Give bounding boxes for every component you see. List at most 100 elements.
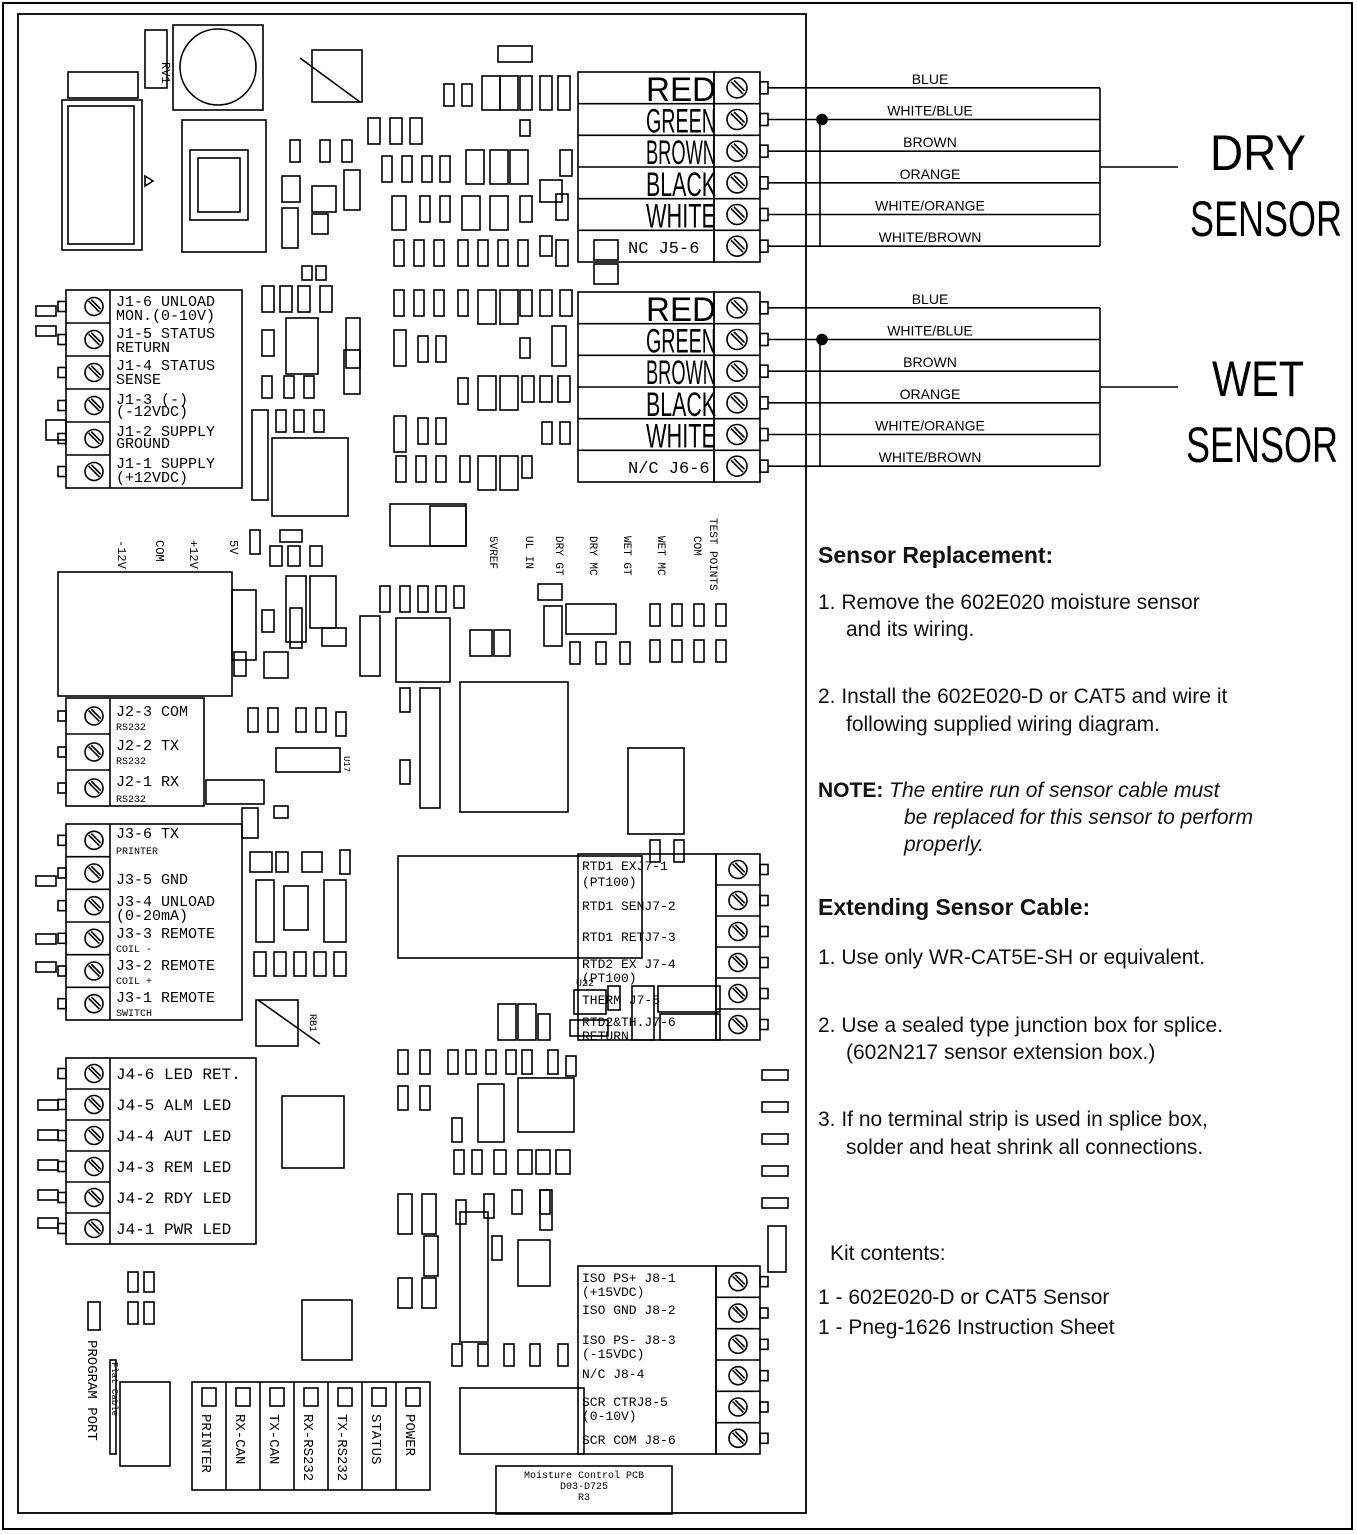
dry-sensor-wires: BLUEWHITE/BLUEBROWNORANGEWHITE/ORANGEWHI…	[768, 71, 1178, 247]
j1-label: (-12VDC)	[116, 404, 188, 421]
screw-slot	[90, 931, 102, 942]
j4-label: J4-1 PWR LED	[116, 1221, 231, 1239]
terminal-pin	[759, 396, 769, 410]
small-component	[557, 375, 571, 403]
component	[389, 503, 467, 547]
test-point-label: 5VREF	[486, 536, 498, 569]
small-component	[539, 179, 563, 203]
component	[67, 71, 139, 99]
screw-slot	[734, 893, 746, 904]
small-component	[429, 505, 467, 547]
small-component	[249, 529, 261, 555]
small-component	[649, 603, 661, 627]
dry-terminal-label: NC J5-6	[628, 240, 699, 259]
small-component	[593, 239, 619, 261]
small-component	[519, 75, 533, 111]
screw-terminal	[726, 172, 748, 194]
small-component	[761, 1101, 789, 1113]
small-component	[693, 639, 705, 663]
small-component	[477, 375, 497, 411]
component	[459, 681, 569, 813]
small-component	[421, 155, 433, 183]
screw-terminal	[726, 423, 748, 446]
small-component	[261, 375, 273, 399]
small-component	[249, 851, 273, 873]
svg-text:D03-D725: D03-D725	[560, 1482, 608, 1493]
screw-slot	[90, 780, 102, 792]
screw-terminal	[726, 203, 748, 226]
dry-terminal-label: RED	[646, 71, 716, 109]
screw-slot	[88, 899, 100, 912]
screw-slot	[90, 1221, 102, 1232]
small-component	[439, 155, 451, 183]
screw-terminal	[726, 297, 748, 319]
terminal-pin	[759, 987, 769, 1000]
small-component	[499, 375, 519, 411]
small-component	[569, 641, 581, 665]
terminal-pin	[759, 144, 769, 158]
component	[311, 49, 363, 103]
small-component	[537, 1013, 551, 1041]
screw-terminal	[84, 863, 104, 883]
component	[459, 1387, 585, 1455]
small-component	[37, 1217, 59, 1229]
power-label: COM	[152, 540, 166, 562]
screw-slot	[88, 465, 100, 478]
small-component	[465, 1049, 477, 1075]
small-component	[539, 1189, 551, 1215]
power-label: 5V	[226, 540, 240, 555]
test-point-label: DRY GT	[552, 536, 564, 576]
sensor-step-2: 2. Install the 602E020-D or CAT5 and wir…	[818, 685, 1228, 708]
small-component	[761, 1197, 789, 1209]
screw-slot	[88, 965, 100, 977]
terminal-pin	[57, 399, 67, 412]
screw-slot	[733, 394, 746, 407]
screw-slot	[732, 1307, 744, 1319]
j7-label: RTD2 EX J7-4	[582, 957, 676, 972]
small-component	[433, 289, 445, 317]
terminal-pin	[759, 894, 769, 907]
small-component	[343, 349, 361, 395]
small-component	[761, 1069, 789, 1081]
screw-slot	[88, 1191, 100, 1204]
small-component	[461, 83, 473, 107]
screw-terminal	[728, 1014, 748, 1035]
small-component	[399, 759, 411, 785]
small-component	[315, 265, 327, 281]
wet-wire-label: WHITE/ORANGE	[875, 418, 985, 434]
power-label: -12V	[114, 540, 128, 570]
screw-slot	[90, 332, 102, 343]
screw-slot	[732, 1432, 744, 1445]
component	[281, 1095, 345, 1169]
small-component	[517, 1003, 537, 1041]
terminal-pin	[759, 1307, 769, 1319]
small-component	[281, 175, 301, 203]
component	[181, 119, 267, 253]
screw-slot	[734, 1431, 746, 1442]
sensor-step-1: 1. Remove the 602E020 moisture sensor	[818, 591, 1200, 614]
led-label: RX-CAN	[231, 1414, 247, 1464]
terminal-pin	[57, 867, 67, 879]
extend-step-2b: (602N217 sensor extension box.)	[846, 1041, 1156, 1064]
small-component	[543, 605, 563, 647]
wet-wire-label: WHITE/BLUE	[887, 323, 973, 339]
screw-terminal	[84, 1125, 104, 1146]
small-component	[37, 1189, 59, 1201]
u22-label: U22	[576, 979, 594, 990]
screw-terminal	[84, 830, 104, 851]
component	[189, 149, 249, 221]
screw-slot	[733, 458, 746, 470]
screw-slot	[90, 744, 102, 756]
small-component	[517, 1077, 575, 1133]
small-component	[409, 117, 423, 145]
screw-terminal	[84, 1187, 104, 1208]
screw-slot	[734, 986, 746, 997]
small-component	[247, 707, 259, 733]
dry-wire-label: BLUE	[912, 71, 949, 87]
terminal-pin	[57, 1067, 67, 1080]
small-component	[269, 545, 283, 567]
terminal-pin	[759, 1018, 769, 1031]
